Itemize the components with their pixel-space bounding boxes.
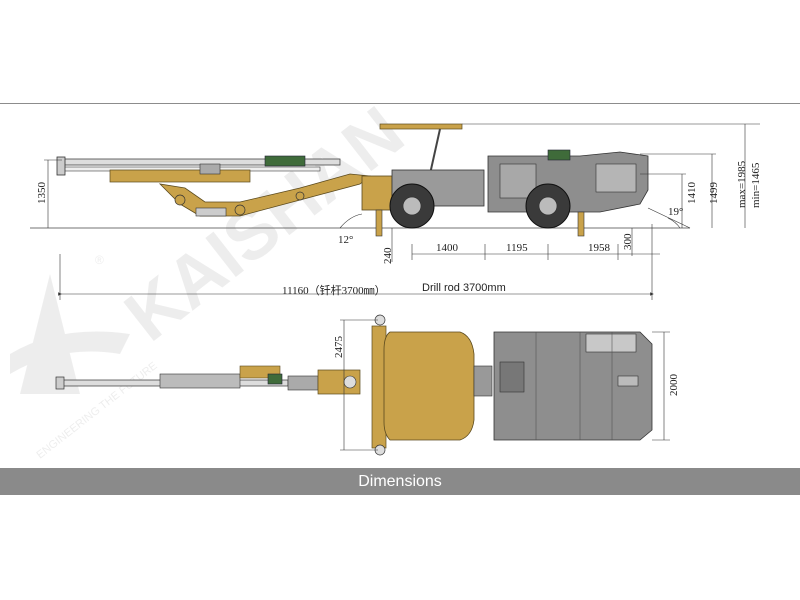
dimension-drawing: KAISHAN ® ENGINEERING THE FUTURE <box>0 104 800 468</box>
dim-1958: 1958 <box>588 242 610 254</box>
drawing-svg: KAISHAN ® ENGINEERING THE FUTURE <box>10 104 760 461</box>
dim-height-min: min=1465 <box>750 162 762 208</box>
top-front-body <box>383 331 475 441</box>
dim-overall-length: 11160（钎杆3700㎜） <box>282 285 386 297</box>
dim-width-2000: 2000 <box>668 374 680 396</box>
top-dimension-lines <box>340 319 670 451</box>
dim-height-1410: 1410 <box>686 182 698 204</box>
dim-height-1350: 1350 <box>36 182 48 204</box>
dim-height-1499: 1499 <box>708 182 720 204</box>
canopy-roof <box>379 123 463 130</box>
watermark-brand: KAISHAN <box>111 104 419 357</box>
caption-title: Dimensions <box>358 472 442 490</box>
dim-1195: 1195 <box>506 242 528 254</box>
watermark-registered: ® <box>95 253 104 267</box>
top-view <box>55 314 670 456</box>
top-rear-body <box>493 331 653 441</box>
dim-1400: 1400 <box>436 242 458 254</box>
dim-clearance-240: 240 <box>382 247 394 265</box>
dim-angle-19: 19° <box>668 206 684 218</box>
side-dimension-lines <box>44 123 760 300</box>
dim-drill-rod: Drill rod 3700mm <box>422 282 506 294</box>
rear-wheel <box>525 183 571 229</box>
caption-bar: Dimensions <box>0 468 800 495</box>
boom-arm <box>158 173 372 217</box>
dim-angle-12: 12° <box>338 234 354 246</box>
boom-feed <box>56 155 341 183</box>
dim-clearance-300: 300 <box>622 233 634 251</box>
side-view <box>30 123 760 300</box>
dim-height-max: max=1985 <box>736 160 748 208</box>
top-divider <box>0 103 800 104</box>
front-wheel <box>389 183 435 229</box>
dim-width-2475: 2475 <box>333 336 345 358</box>
